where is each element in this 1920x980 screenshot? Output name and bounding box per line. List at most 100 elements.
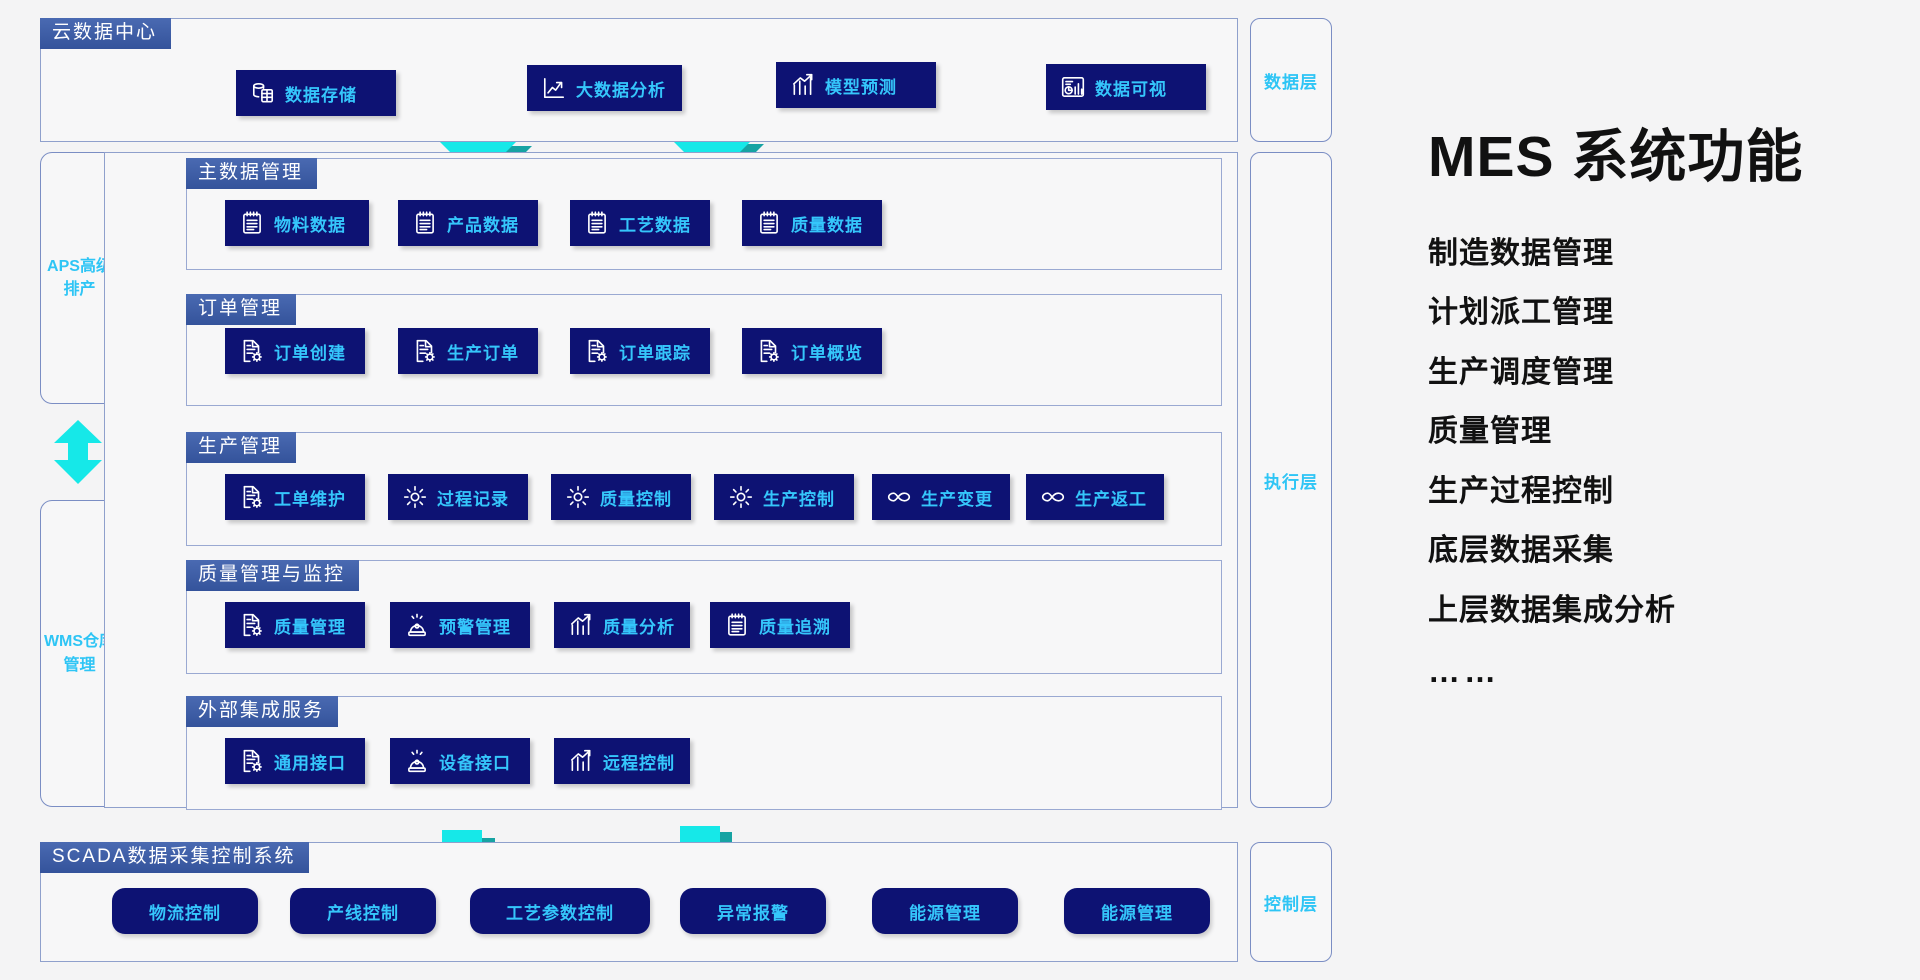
- group-2-tile-1[interactable]: 订单创建: [225, 328, 365, 374]
- group-4-tile-2[interactable]: 预警管理: [390, 602, 530, 648]
- tile-label: 异常报警: [717, 903, 789, 923]
- feature-item-6: 底层数据采集: [1428, 534, 1614, 568]
- chart-line-up-icon: [541, 75, 567, 101]
- tile-label: 生产变更: [921, 489, 993, 509]
- group-title: 外部集成服务: [186, 696, 339, 727]
- layer-box-data[interactable]: 数据层: [1250, 18, 1332, 142]
- layer-box-execution[interactable]: 执行层: [1250, 152, 1332, 808]
- tile-label: 通用接口: [274, 753, 346, 773]
- group-title: 生产管理: [186, 432, 297, 463]
- layer-label-control: 控制层: [1264, 894, 1318, 914]
- document-gear-icon: [239, 748, 265, 774]
- feature-item-2: 计划派工管理: [1428, 296, 1614, 330]
- group-3-tile-5[interactable]: 生产变更: [872, 474, 1010, 520]
- scada-tile-3[interactable]: 工艺参数控制: [470, 888, 650, 934]
- layer-box-control[interactable]: 控制层: [1250, 842, 1332, 962]
- tile-label: 生产订单: [447, 343, 519, 363]
- cloud-tile-3[interactable]: 模型预测: [776, 62, 936, 108]
- tile-label: 质量控制: [600, 489, 672, 509]
- cloud-tile-1[interactable]: 数据存储: [236, 70, 396, 116]
- group-2-tile-2[interactable]: 生产订单: [398, 328, 538, 374]
- document-gear-icon: [412, 338, 438, 364]
- alarm-light-icon: [404, 748, 430, 774]
- group-2-tile-4[interactable]: 订单概览: [742, 328, 882, 374]
- document-gear-icon: [239, 612, 265, 638]
- gear-icon: [402, 484, 428, 510]
- wms-label: WMS仓库管理: [43, 633, 116, 674]
- document-gear-icon: [239, 338, 265, 364]
- aps-label: APS高级排产: [47, 257, 112, 298]
- group-4-tile-3[interactable]: 质量分析: [554, 602, 690, 648]
- bar-trend-icon: [790, 72, 816, 98]
- tile-label: 工艺参数控制: [506, 903, 614, 923]
- tile-label: 产线控制: [327, 903, 399, 923]
- tile-label: 订单跟踪: [619, 343, 691, 363]
- tile-label: 订单创建: [274, 343, 346, 363]
- feature-item-7: 上层数据集成分析: [1428, 593, 1676, 627]
- group-5-tile-1[interactable]: 通用接口: [225, 738, 365, 784]
- tile-label: 物流控制: [149, 903, 221, 923]
- scada-title: SCADA数据采集控制系统: [40, 842, 310, 873]
- infinity-icon: [1040, 484, 1066, 510]
- tile-label: 大数据分析: [576, 80, 666, 100]
- group-1-tile-1[interactable]: 物料数据: [225, 200, 369, 246]
- gear-icon: [565, 484, 591, 510]
- layer-label-data: 数据层: [1264, 72, 1318, 92]
- feature-item-5: 生产过程控制: [1428, 474, 1614, 508]
- layer-label-execution: 执行层: [1264, 472, 1318, 492]
- group-3-tile-4[interactable]: 生产控制: [714, 474, 854, 520]
- group-1-tile-3[interactable]: 工艺数据: [570, 200, 710, 246]
- feature-item-8: ……: [1428, 653, 1500, 690]
- scada-tile-6[interactable]: 能源管理: [1064, 888, 1210, 934]
- page-title: MES 系统功能: [1428, 125, 1804, 189]
- group-4-tile-1[interactable]: 质量管理: [225, 602, 365, 648]
- cloud-tile-4[interactable]: 数据可视: [1046, 64, 1206, 110]
- scada-tile-1[interactable]: 物流控制: [112, 888, 258, 934]
- clipboard-list-icon: [756, 210, 782, 236]
- mes-feature-panel: MES 系统功能 制造数据管理计划派工管理生产调度管理质量管理生产过程控制底层数…: [1428, 126, 1898, 715]
- tile-label: 生产返工: [1075, 489, 1147, 509]
- group-2-tile-3[interactable]: 订单跟踪: [570, 328, 710, 374]
- tile-label: 质量数据: [791, 215, 863, 235]
- database-icon: [250, 80, 276, 106]
- group-3-tile-3[interactable]: 质量控制: [551, 474, 691, 520]
- group-title: 主数据管理: [186, 158, 318, 189]
- tile-label: 质量追溯: [759, 617, 831, 637]
- tile-label: 工单维护: [274, 489, 346, 509]
- clipboard-list-icon: [239, 210, 265, 236]
- arrow-double-vertical: [54, 420, 102, 484]
- clipboard-list-icon: [584, 210, 610, 236]
- scada-tile-4[interactable]: 异常报警: [680, 888, 826, 934]
- feature-item-1: 制造数据管理: [1428, 236, 1614, 270]
- group-3-tile-2[interactable]: 过程记录: [388, 474, 528, 520]
- scada-tile-5[interactable]: 能源管理: [872, 888, 1018, 934]
- tile-label: 预警管理: [439, 617, 511, 637]
- group-1-tile-4[interactable]: 质量数据: [742, 200, 882, 246]
- group-5-tile-2[interactable]: 设备接口: [390, 738, 530, 784]
- group-3-tile-1[interactable]: 工单维护: [225, 474, 365, 520]
- alarm-light-icon: [404, 612, 430, 638]
- infinity-icon: [886, 484, 912, 510]
- tile-label: 能源管理: [909, 903, 981, 923]
- tile-label: 数据可视: [1095, 79, 1167, 99]
- scada-tile-2[interactable]: 产线控制: [290, 888, 436, 934]
- feature-item-3: 生产调度管理: [1428, 355, 1614, 389]
- document-gear-icon: [584, 338, 610, 364]
- feature-list: 制造数据管理计划派工管理生产调度管理质量管理生产过程控制底层数据采集上层数据集成…: [1428, 237, 1898, 690]
- cloud-tile-2[interactable]: 大数据分析: [527, 65, 682, 111]
- tile-label: 订单概览: [791, 343, 863, 363]
- clipboard-list-icon: [412, 210, 438, 236]
- group-5-tile-3[interactable]: 远程控制: [554, 738, 690, 784]
- group-title: 订单管理: [186, 294, 297, 325]
- bar-trend-icon: [568, 748, 594, 774]
- bar-trend-icon: [568, 612, 594, 638]
- tile-label: 生产控制: [763, 489, 835, 509]
- dashboard-report-icon: [1060, 74, 1086, 100]
- group-4-tile-4[interactable]: 质量追溯: [710, 602, 850, 648]
- group-3-tile-6[interactable]: 生产返工: [1026, 474, 1164, 520]
- group-1-tile-2[interactable]: 产品数据: [398, 200, 538, 246]
- tile-label: 质量管理: [274, 617, 346, 637]
- tile-label: 能源管理: [1101, 903, 1173, 923]
- clipboard-list-icon: [724, 612, 750, 638]
- cloud-data-center-title: 云数据中心: [40, 18, 172, 49]
